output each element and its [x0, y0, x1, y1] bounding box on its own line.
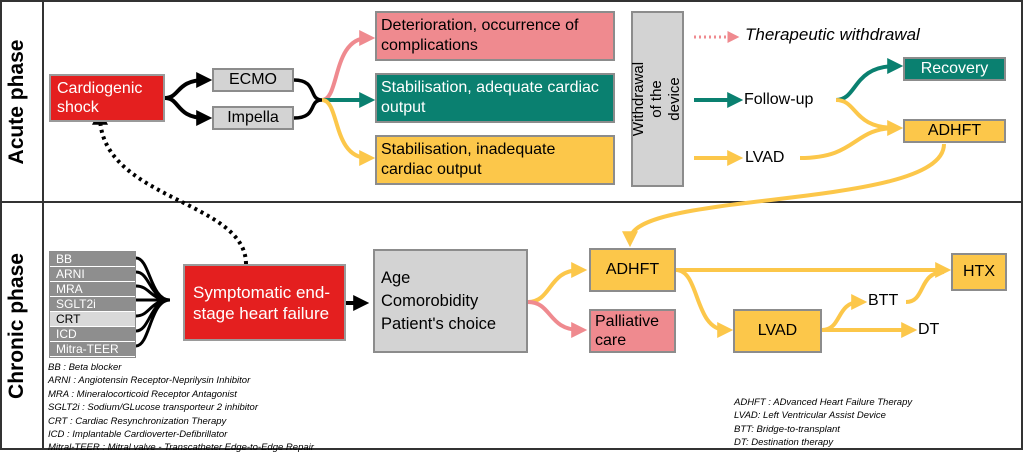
- treatment-item: MRA: [50, 282, 135, 297]
- treatment-item: ICD: [50, 327, 135, 342]
- legend-line: LVAD: Left Ventricular Assist Device: [734, 410, 886, 422]
- criteria-age: Age: [381, 268, 411, 287]
- deterioration-label: Deterioration, occurrence of complicatio…: [381, 17, 579, 54]
- impella-box: Impella: [212, 106, 294, 130]
- stab-adequate-label: Stabilisation, adequate cardiac output: [381, 79, 599, 116]
- legend-abbreviations-left: BB : Beta blocker ARNI : Angiotensin Rec…: [48, 361, 314, 455]
- treatment-item: ARNI: [50, 267, 135, 282]
- ecmo-label: ECMO: [229, 71, 277, 88]
- palliative-box: Palliative care: [589, 309, 676, 353]
- deterioration-box: Deterioration, occurrence of complicatio…: [375, 11, 615, 61]
- lvad-chronic-label: LVAD: [757, 322, 798, 339]
- lvad-chronic-box: LVAD: [733, 309, 822, 353]
- adhft-chronic-box: ADHFT: [589, 248, 676, 292]
- treatment-item: BB: [50, 252, 135, 267]
- recovery-box: Recovery: [903, 57, 1006, 81]
- legend-line: MRA : Mineralocorticoid Receptor Antagon…: [48, 388, 237, 400]
- treatment-item: SGLT2i: [50, 297, 135, 312]
- criteria-box: Age Comorobidity Patient's choice: [373, 249, 528, 353]
- arrow-symptomatic-to-shock: [92, 108, 248, 265]
- htx-box: HTX: [951, 253, 1007, 291]
- ecmo-box: ECMO: [212, 68, 294, 92]
- withdrawal-device-label: Withdrawal of the device: [630, 61, 684, 137]
- legend-line: BTT: Bridge-to-transplant: [734, 423, 840, 435]
- cardiogenic-shock-label: Cardiogenic shock: [57, 80, 143, 116]
- arrow-follow-up-to-adhft: [835, 98, 904, 136]
- btt-label: BTT: [868, 292, 899, 309]
- arrow-lvad-to-adhft: [799, 126, 897, 160]
- arrow-to-stab-inadequate: [321, 98, 376, 166]
- adhft-acute-label: ADHFT: [927, 122, 982, 139]
- arrow-shock-to-ecmo: [164, 72, 213, 100]
- legend-line: ADHFT : ADvanced Heart Failure Therapy: [734, 397, 913, 408]
- arrow-criteria-to-palliative: [527, 300, 588, 338]
- withdrawal-device-box: Withdrawal of the device: [631, 11, 684, 187]
- arrow-adhft-to-lvad: [675, 268, 734, 338]
- legend-line: CRT : Cardiac Resynchronization Therapy: [48, 415, 227, 427]
- treatment-item: CRT: [50, 312, 135, 327]
- stab-inadequate-label: Stabilisation, inadequate cardiac output: [381, 141, 556, 178]
- criteria-comorbidity: Comorobidity: [381, 291, 479, 310]
- legend-line: ICD : Implantable Cardioverter-Defibrill…: [48, 429, 228, 441]
- criteria-patient-choice: Patient's choice: [381, 314, 497, 333]
- legend-abbreviations-right: ADHFT : ADvanced Heart Failure Therapy L…: [734, 396, 912, 450]
- arrow-shock-to-impella: [164, 96, 213, 126]
- htx-label: HTX: [963, 263, 995, 280]
- stab-inadequate-box: Stabilisation, inadequate cardiac output: [375, 135, 615, 185]
- chronic-phase-label: Chronic phase: [5, 253, 28, 399]
- merge-treatments: [135, 256, 171, 348]
- arrow-to-deterioration: [321, 30, 376, 102]
- adhft-chronic-label: ADHFT: [605, 261, 660, 278]
- recovery-label: Recovery: [920, 60, 989, 77]
- arrow-criteria-to-adhft: [527, 262, 588, 304]
- treatment-item: Mitra-TEER: [50, 342, 135, 357]
- stab-adequate-box: Stabilisation, adequate cardiac output: [375, 73, 615, 123]
- arrow-btt-to-htx: [905, 270, 945, 304]
- legend-line: Mitral-TEER : Mitral valve - Transcathet…: [48, 442, 314, 454]
- lvad-acute-label: LVAD: [745, 149, 785, 166]
- legend-line: ARNI : Angiotensin Receptor-Neprilysin I…: [48, 375, 251, 387]
- palliative-label: Palliative care: [595, 313, 660, 349]
- treatment-list: BB ARNI MRA SGLT2i CRT ICD Mitra-TEER: [49, 251, 136, 358]
- arrow-acute-adhft-to-chronic-adhft: [622, 143, 946, 248]
- legend-line: DT: Destination therapy: [734, 437, 834, 449]
- arrow-follow-up-to-recovery: [835, 58, 904, 102]
- acute-phase-label: Acute phase: [5, 39, 28, 165]
- arrow-lvad-to-btt: [821, 294, 868, 332]
- adhft-acute-box: ADHFT: [903, 119, 1006, 143]
- legend-line: BB : Beta blocker: [48, 362, 122, 373]
- merge-ecmo-impella: [293, 78, 323, 120]
- cardiogenic-shock-box: Cardiogenic shock: [49, 74, 165, 122]
- follow-up-label: Follow-up: [744, 91, 814, 108]
- dt-label: DT: [918, 321, 940, 338]
- therapeutic-withdrawal-label: Therapeutic withdrawal: [745, 25, 920, 44]
- symptomatic-box: Symptomatic end-stage heart failure: [183, 264, 346, 341]
- symptomatic-label: Symptomatic end-stage heart failure: [193, 282, 330, 323]
- impella-label: Impella: [227, 109, 279, 126]
- legend-line: SGLT2i : Sodium/GLucose transporteur 2 i…: [48, 402, 258, 414]
